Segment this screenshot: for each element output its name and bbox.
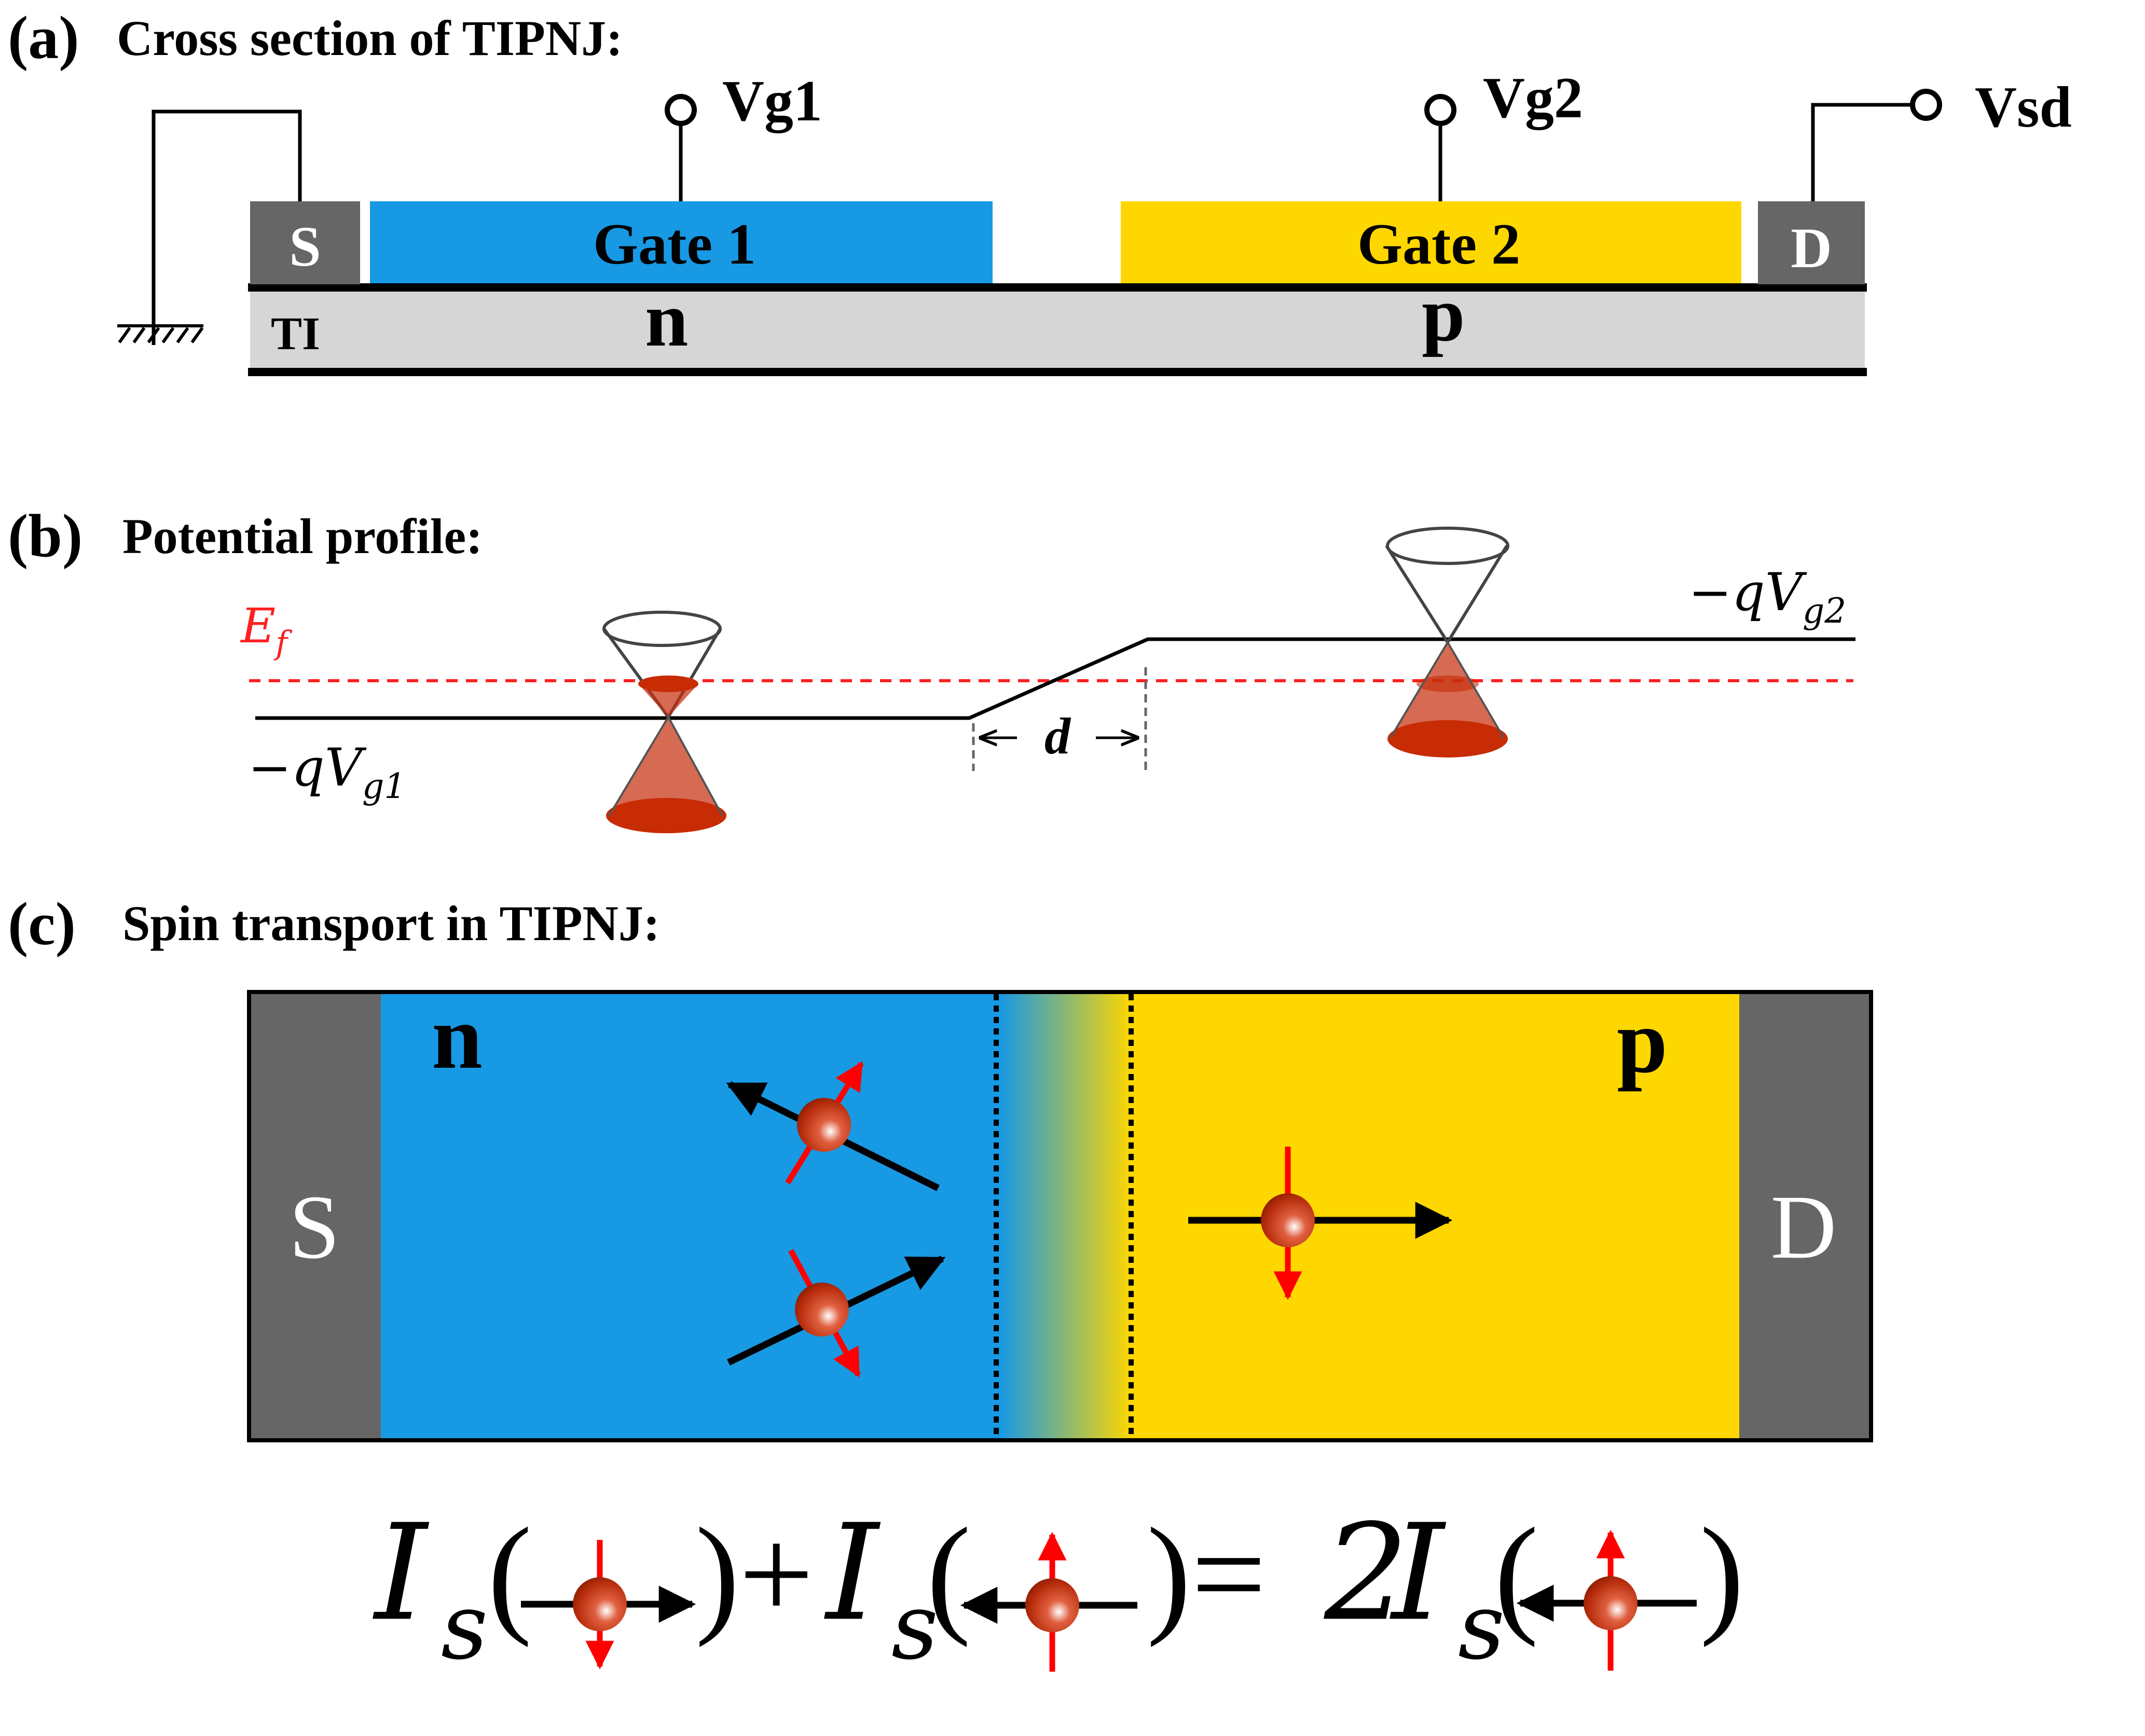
fermi-subscript: f — [273, 624, 293, 662]
right-level-prefix: −qV — [1688, 562, 1807, 623]
eq-equals: = — [1191, 1501, 1266, 1648]
vsd-label: Vsd — [1975, 75, 2072, 140]
gate-2-label: Gate 2 — [1357, 212, 1520, 277]
left-level-subscript: g1 — [362, 766, 406, 806]
left-level-label: −qVg1 — [248, 737, 406, 806]
device-outline — [247, 990, 1873, 1442]
vsd-wire — [1811, 103, 1913, 201]
eq-term2-subscript: s — [891, 1574, 938, 1680]
eq-term3-close-paren: ) — [1700, 1501, 1744, 1648]
depletion-region — [1000, 992, 1132, 1440]
eq-term1-symbol: I — [373, 1496, 430, 1650]
drain-contact-c — [1739, 994, 1869, 1438]
eq-term3-subscript: s — [1458, 1574, 1505, 1680]
vg1-terminal-icon — [665, 94, 697, 126]
panel-a-label: (a) — [8, 4, 79, 72]
fermi-level-label: Ef — [240, 598, 293, 662]
n-label-c: n — [432, 987, 483, 1088]
gate-1-label: Gate 1 — [593, 212, 756, 277]
eq-plus: + — [739, 1501, 814, 1648]
eq-term2-open-paren: ( — [927, 1501, 971, 1648]
eq-term1-subscript: s — [441, 1574, 488, 1680]
eq-coefficient: 2 — [1324, 1496, 1409, 1650]
electron-ball-icon — [795, 1283, 849, 1337]
right-level-subscript: g2 — [1803, 591, 1846, 631]
p-region-label: p — [1422, 271, 1465, 357]
vg1-label: Vg1 — [722, 69, 822, 133]
panel-a-title: Cross section of TIPNJ: — [117, 10, 623, 66]
eq-term2-electron-icon — [960, 1532, 1137, 1672]
vsd-terminal-icon — [1910, 89, 1942, 121]
ti-label: TI — [271, 308, 320, 360]
fermi-symbol: E — [240, 598, 276, 654]
panel-c-title: Spin transport in TIPNJ: — [122, 895, 660, 951]
dirac-cone-right-icon — [1385, 527, 1509, 757]
drain-label-c: D — [1770, 1177, 1836, 1278]
source-contact-c — [251, 994, 381, 1438]
panel-c-label: (c) — [8, 890, 76, 958]
eq-term3-symbol: I — [1390, 1496, 1447, 1650]
left-level-prefix: −qV — [248, 737, 367, 798]
electron-transmitted — [1188, 1147, 1453, 1300]
eq-term1-close-paren: ) — [695, 1501, 739, 1648]
right-level-label: −qVg2 — [1688, 562, 1846, 631]
drain-contact — [1758, 201, 1865, 284]
spin-current-equation: I s ( ) + I s ( ) = 2 I s ( ) — [373, 1496, 1744, 1680]
electron-ball-icon — [797, 1098, 851, 1152]
electron-reflected — [726, 1061, 940, 1191]
dirac-cone-left-icon — [602, 611, 726, 833]
electron-ball-icon — [1261, 1193, 1315, 1247]
eq-term3-electron-icon — [1516, 1530, 1697, 1671]
vg2-terminal-icon — [1424, 94, 1456, 126]
d-label: d — [1044, 707, 1071, 765]
p-label-c: p — [1617, 991, 1668, 1092]
eq-term2-symbol: I — [824, 1496, 881, 1650]
ground-icon — [117, 324, 204, 343]
eq-term1-open-paren: ( — [488, 1501, 532, 1648]
gate-2 — [1121, 201, 1741, 283]
panel-b: (b) Potential profile: Ef −qVg1 −qVg2 d — [8, 502, 1855, 833]
ti-layer — [250, 286, 1865, 374]
ground-wire — [152, 109, 302, 345]
panel-b-label: (b) — [8, 502, 82, 570]
panel-b-title: Potential profile: — [122, 508, 483, 564]
source-contact — [250, 201, 360, 284]
eq-term3-open-paren: ( — [1494, 1501, 1538, 1648]
n-region-label: n — [645, 277, 688, 363]
vg2-label: Vg2 — [1483, 66, 1583, 130]
eq-term1-electron-icon — [521, 1540, 696, 1670]
source-label: S — [289, 215, 321, 278]
source-label-c: S — [289, 1177, 340, 1278]
gate-1 — [370, 201, 993, 283]
eq-term2-close-paren: ) — [1147, 1501, 1191, 1648]
panel-a: (a) Cross section of TIPNJ: TI n p S Gat… — [8, 4, 2072, 376]
drain-label: D — [1791, 216, 1832, 280]
panel-c: (c) Spin transport in TIPNJ: S D n p — [8, 890, 1873, 1442]
electron-incident — [727, 1249, 946, 1377]
potential-profile-line — [255, 637, 1855, 720]
